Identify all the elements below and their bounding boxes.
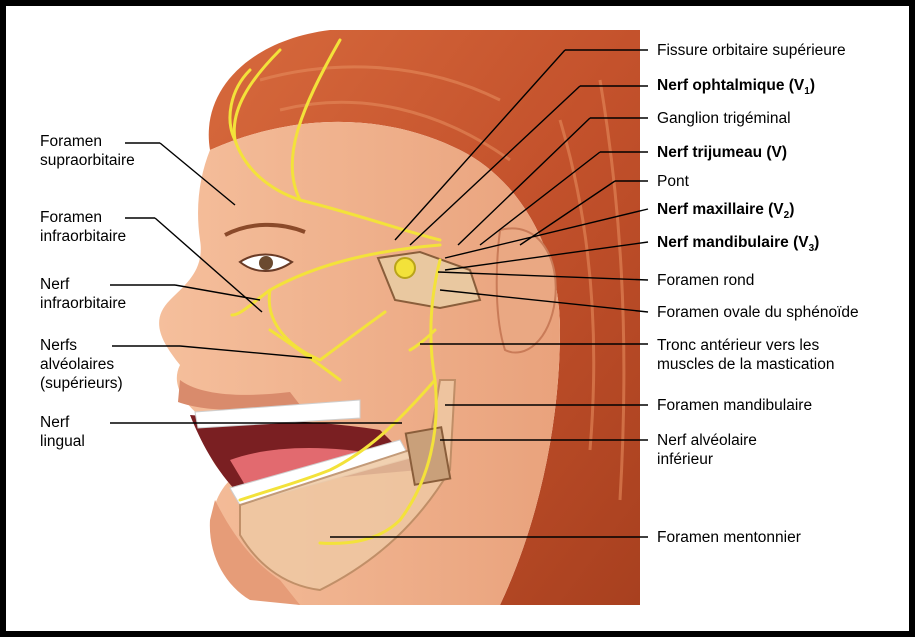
eye-iris xyxy=(259,256,273,270)
label-nerf-maxillaire-text: Nerf maxillaire (V xyxy=(657,201,784,218)
ganglion xyxy=(395,258,415,278)
label-foramen-mentonnier: Foramen mentonnier xyxy=(657,528,801,547)
label-nerf-maxillaire: Nerf maxillaire (V2) xyxy=(657,200,794,219)
label-fissure-orbitaire: Fissure orbitaire supérieure xyxy=(657,41,846,60)
label-nerf-ophtalmique: Nerf ophtalmique (V1) xyxy=(657,76,815,95)
label-foramen-ovale: Foramen ovale du sphénoïde xyxy=(657,303,859,322)
label-nerf-alveolaire-inferieur: Nerf alvéolaire inférieur xyxy=(657,431,757,469)
label-nerf-ophtalmique-tail: ) xyxy=(810,77,815,94)
label-tronc-anterieur: Tronc antérieur vers les muscles de la m… xyxy=(657,336,834,374)
label-ganglion-trigeminal: Ganglion trigéminal xyxy=(657,109,791,128)
label-foramen-infraorbitaire: Foramen infraorbitaire xyxy=(40,208,126,246)
label-foramen-supraorbitaire: Foramen supraorbitaire xyxy=(40,132,135,170)
label-foramen-rond: Foramen rond xyxy=(657,271,754,290)
label-nerf-lingual: Nerf lingual xyxy=(40,413,85,451)
label-foramen-mandibulaire: Foramen mandibulaire xyxy=(657,396,812,415)
label-pont: Pont xyxy=(657,172,689,191)
label-nerf-trijumeau: Nerf trijumeau (V) xyxy=(657,143,787,162)
label-nerfs-alveolaires: Nerfs alvéolaires (supérieurs) xyxy=(40,336,123,393)
mandibular-cut xyxy=(406,427,450,484)
label-nerf-mandibulaire-text: Nerf mandibulaire (V xyxy=(657,234,809,251)
label-nerf-infraorbitaire: Nerf infraorbitaire xyxy=(40,275,126,313)
label-nerf-maxillaire-tail: ) xyxy=(789,201,794,218)
label-nerf-mandibulaire: Nerf mandibulaire (V3) xyxy=(657,233,819,252)
label-nerf-ophtalmique-text: Nerf ophtalmique (V xyxy=(657,77,804,94)
label-nerf-mandibulaire-tail: ) xyxy=(814,234,819,251)
